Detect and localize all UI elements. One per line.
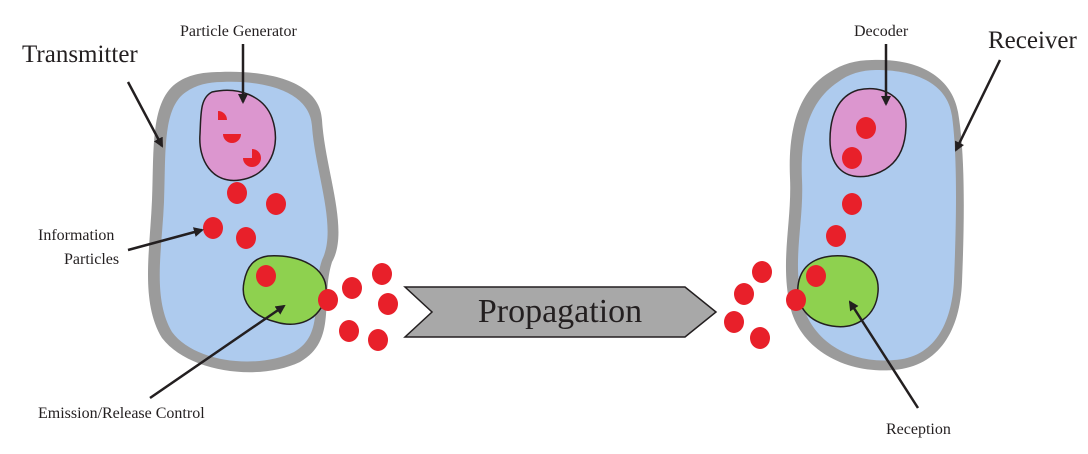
information-particle [227, 182, 247, 204]
information-particle [203, 217, 223, 239]
reception-pointer-arrow [848, 300, 920, 409]
propagation-label: Propagation [478, 293, 642, 330]
information-particle [724, 311, 744, 333]
information-particle [842, 147, 862, 169]
information-particle [786, 289, 806, 311]
receiver-label: Receiver [988, 27, 1078, 54]
partial-particle [218, 111, 227, 120]
emission-release-control-label: Emission/Release Control [38, 405, 205, 422]
transmitter-label: Transmitter [22, 41, 138, 68]
emission-control-organelle [242, 255, 327, 325]
information-particle [856, 117, 876, 139]
information-particle [372, 263, 392, 285]
information-particle [752, 261, 772, 283]
decoder-label: Decoder [854, 23, 909, 40]
information-particles [203, 117, 876, 351]
information-particle [318, 289, 338, 311]
reception-label: Reception [886, 421, 951, 438]
information-particle [236, 227, 256, 249]
information-particle [806, 265, 826, 287]
emission-control-pointer-arrow [149, 304, 286, 400]
particle-generator-label: Particle Generator [180, 23, 298, 40]
propagation-arrow-shape [403, 286, 718, 338]
propagation-arrow: Propagation [403, 286, 718, 338]
transmitter-cell [148, 71, 339, 373]
information-particle [256, 265, 276, 287]
partial-particle [223, 134, 241, 143]
information-particles-label-line1: Information [38, 227, 114, 244]
receiver-cell [785, 59, 964, 371]
information-particles-label-line2: Particles [64, 251, 119, 268]
receiver-pointer-arrow [954, 59, 1002, 152]
generator-partial-particles [218, 111, 261, 167]
information-particle [342, 277, 362, 299]
information-particle [378, 293, 398, 315]
information-particle [842, 193, 862, 215]
information-particles-pointer-arrow [127, 227, 204, 252]
information-particle [339, 320, 359, 342]
partial-particle [243, 149, 261, 167]
pointer-arrows [126, 44, 1002, 409]
reception-organelle [797, 255, 879, 328]
information-particle [734, 283, 754, 305]
information-particle [368, 329, 388, 351]
information-particle [750, 327, 770, 349]
information-particle [826, 225, 846, 247]
information-particle [266, 193, 286, 215]
transmitter-pointer-arrow [126, 81, 164, 148]
